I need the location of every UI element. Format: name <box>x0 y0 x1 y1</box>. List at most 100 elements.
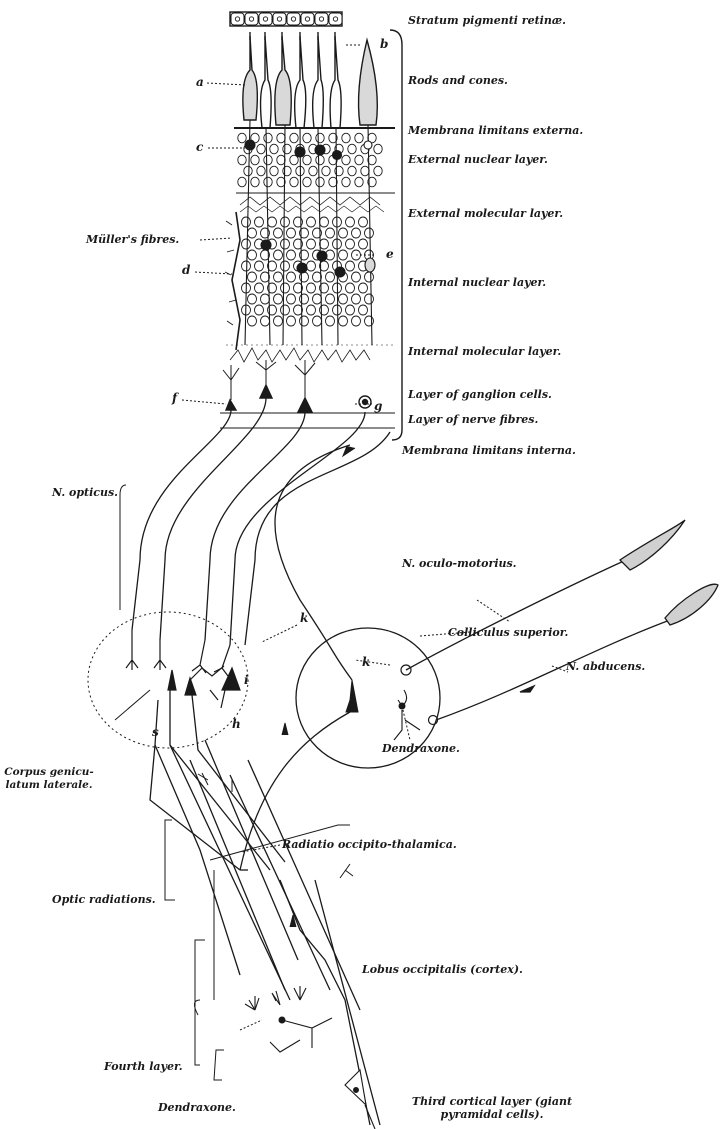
letter-g: g <box>374 400 382 413</box>
nucleus <box>251 177 259 187</box>
nucleus <box>374 144 382 154</box>
label-abducens: N. abducens. <box>566 660 645 673</box>
nucleus <box>251 155 259 165</box>
label-nerve-fibres: Layer of nerve fibres. <box>408 413 538 426</box>
nucleus <box>352 316 361 326</box>
pigment-cell <box>315 13 328 25</box>
optic-nerve-fibres <box>120 398 390 680</box>
nucleus <box>346 261 355 271</box>
nucleus <box>313 294 322 304</box>
nucleus <box>326 316 335 326</box>
nucleus <box>322 166 330 176</box>
nucleus <box>300 294 309 304</box>
nucleus <box>359 239 368 249</box>
label-optic-radiations: Optic radiations. <box>52 893 156 906</box>
nucleus <box>361 166 369 176</box>
nucleus <box>255 305 264 315</box>
nucleus <box>242 261 251 271</box>
nucleus <box>333 305 342 315</box>
label-internal-nuclear: Internal nuclear layer. <box>408 276 546 289</box>
nucleus <box>248 316 257 326</box>
nucleus <box>300 316 309 326</box>
nucleus <box>244 166 252 176</box>
nucleus <box>307 217 316 227</box>
nucleus <box>342 155 350 165</box>
nucleus <box>255 283 264 293</box>
nucleus <box>352 294 361 304</box>
nucleus <box>281 217 290 227</box>
nucleus <box>277 133 285 143</box>
pigment-cell <box>301 13 314 25</box>
letter-c: c <box>196 141 203 154</box>
nucleus <box>346 217 355 227</box>
nucleus <box>355 133 363 143</box>
oculomotor-muscle <box>620 520 685 570</box>
nucleus <box>303 155 311 165</box>
nucleus <box>352 272 361 282</box>
nucleus <box>242 239 251 249</box>
nucleus <box>281 239 290 249</box>
label-external-nuclear: External nuclear layer. <box>408 153 548 166</box>
letter-i: i <box>244 674 249 687</box>
nucleus <box>238 155 246 165</box>
retina-bracket <box>390 30 402 440</box>
nucleus <box>287 250 296 260</box>
nucleus <box>248 294 257 304</box>
abducens-muscle <box>665 584 718 625</box>
label-corpus-geniculatum: Corpus genicu- latum laterale. <box>4 766 94 792</box>
label-external-molecular: External molecular layer. <box>408 207 563 220</box>
nucleus <box>287 294 296 304</box>
nucleus <box>268 217 277 227</box>
internal-nuclear-layer <box>242 217 374 326</box>
pigment-layer <box>230 12 342 26</box>
nucleus <box>238 177 246 187</box>
external-nuclear-layer <box>238 133 382 187</box>
nucleus <box>255 217 264 227</box>
nucleus <box>274 294 283 304</box>
nucleus <box>238 133 246 143</box>
nucleus <box>359 283 368 293</box>
label-colliculus: Colliculus superior. <box>448 626 568 639</box>
nucleus <box>270 144 278 154</box>
nucleus <box>257 166 265 176</box>
nucleus <box>352 228 361 238</box>
label-fourth-layer: Fourth layer. <box>104 1060 183 1073</box>
nucleus <box>346 283 355 293</box>
nucleus <box>303 177 311 187</box>
nucleus <box>257 144 265 154</box>
nucleus <box>346 239 355 249</box>
nucleus <box>274 250 283 260</box>
ganglion-cells <box>223 360 371 412</box>
corpus-geniculatum <box>88 612 248 748</box>
nucleus <box>316 155 324 165</box>
cortex-region <box>194 825 375 1129</box>
label-membrana-externa: Membrana limitans externa. <box>408 124 583 137</box>
opticus-bracket <box>120 485 126 610</box>
nucleus <box>281 283 290 293</box>
nucleus <box>348 144 356 154</box>
nucleus <box>307 283 316 293</box>
nucleus <box>303 133 311 143</box>
nucleus <box>326 272 335 282</box>
nucleus <box>339 294 348 304</box>
nucleus <box>287 228 296 238</box>
nucleus <box>342 133 350 143</box>
nucleus <box>274 316 283 326</box>
nucleus <box>261 294 270 304</box>
nucleus <box>264 177 272 187</box>
nucleus <box>320 217 329 227</box>
nucleus <box>339 228 348 238</box>
nucleus <box>342 177 350 187</box>
retina-section <box>220 12 402 440</box>
label-radiatio: Radiatio occipito-thalamica. <box>282 838 457 851</box>
nucleus <box>316 177 324 187</box>
pigment-cell <box>287 13 300 25</box>
nucleus <box>270 166 278 176</box>
optic-radiations <box>150 446 380 1125</box>
cranial-nerves <box>406 520 718 720</box>
nucleus <box>309 166 317 176</box>
letter-d: d <box>182 264 190 277</box>
label-third-line2: pyramidal cells). <box>441 1108 544 1121</box>
external-molecular-layer <box>240 197 384 212</box>
